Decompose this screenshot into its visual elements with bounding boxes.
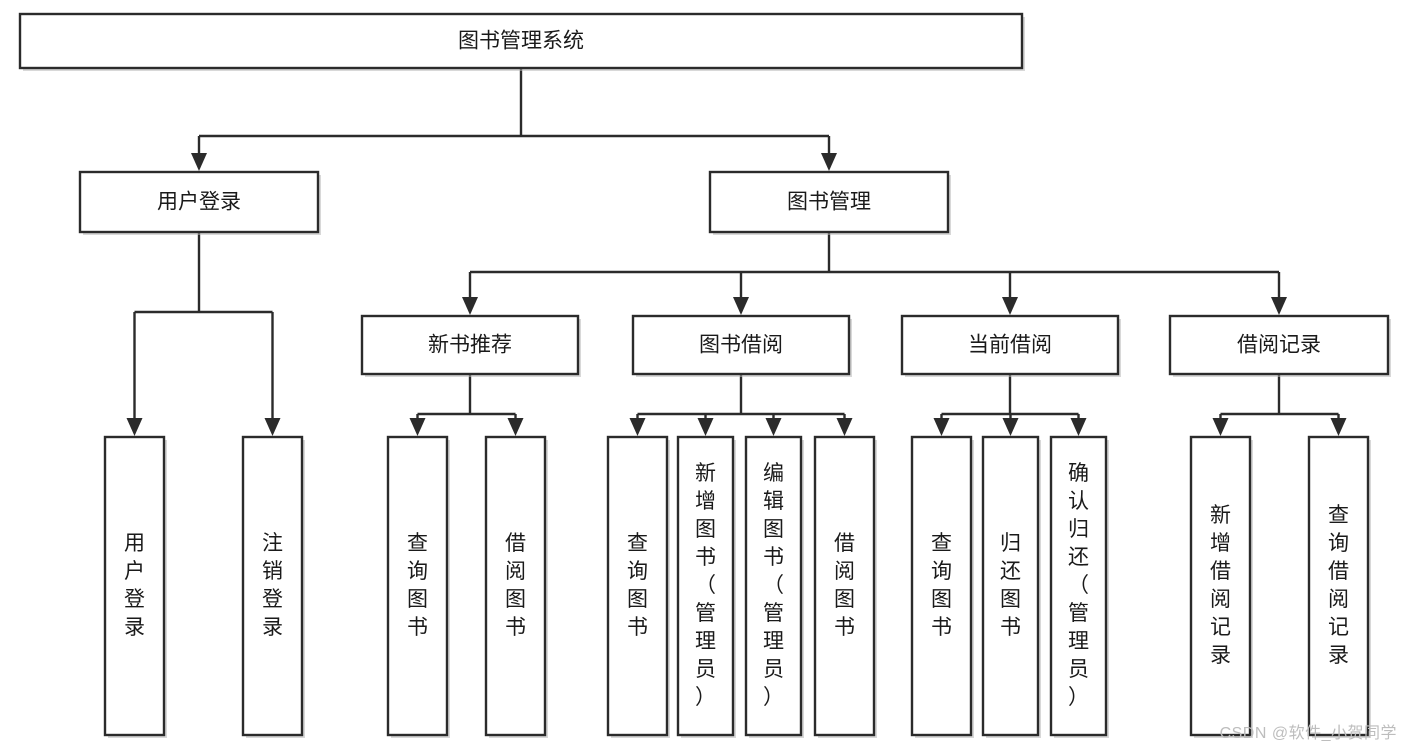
node-label: 图书借阅	[699, 334, 783, 357]
node-label: 查询图书	[407, 532, 428, 639]
node-box	[1049, 435, 1108, 737]
node-label: 图书管理系统	[458, 30, 584, 53]
watermark-text: CSDN @软件_小贺同学	[1219, 725, 1397, 742]
arrow-head-icon	[462, 297, 478, 315]
node-label: 用户登录	[124, 532, 145, 639]
node-box	[484, 435, 547, 737]
node-label: 查询借阅记录	[1328, 504, 1349, 667]
node-leaf2[interactable]: 注销登录	[241, 435, 305, 738]
node-leaf1[interactable]: 用户登录	[103, 435, 167, 738]
node-label: 借阅图书	[505, 532, 526, 639]
node-box	[386, 435, 449, 737]
node-leaf9[interactable]: 查询图书	[910, 435, 974, 738]
node-label: 新增借阅记录	[1210, 504, 1231, 667]
node-leaf8[interactable]: 借阅图书	[813, 435, 877, 738]
arrow-head-icon	[1330, 418, 1347, 436]
node-login[interactable]: 用户登录	[78, 170, 321, 235]
arrow-head-icon	[1271, 297, 1287, 315]
arrow-head-icon	[1002, 297, 1018, 315]
node-box	[1168, 314, 1390, 376]
node-leaf3[interactable]: 查询图书	[386, 435, 450, 738]
node-leaf7[interactable]: 编辑图书（管理员）	[744, 435, 804, 738]
node-box	[1189, 435, 1252, 737]
arrow-head-icon	[821, 153, 837, 171]
arrow-head-icon	[264, 418, 281, 436]
node-record[interactable]: 借阅记录	[1168, 314, 1391, 377]
node-borrow[interactable]: 图书借阅	[631, 314, 852, 377]
node-root[interactable]: 图书管理系统	[18, 12, 1025, 71]
node-current[interactable]: 当前借阅	[900, 314, 1121, 377]
node-label: 借阅图书	[834, 532, 855, 639]
node-box	[981, 435, 1040, 737]
node-newbook[interactable]: 新书推荐	[360, 314, 581, 377]
connectors-layer	[126, 68, 1347, 436]
node-box	[813, 435, 876, 737]
node-leaf5[interactable]: 查询图书	[606, 435, 670, 738]
node-box	[708, 170, 950, 234]
arrow-head-icon	[629, 418, 646, 436]
arrow-head-icon	[126, 418, 143, 436]
node-label: 新增图书（管理员）	[695, 462, 716, 709]
node-leaf4[interactable]: 借阅图书	[484, 435, 548, 738]
node-leaf10[interactable]: 归还图书	[981, 435, 1041, 738]
arrow-head-icon	[697, 418, 714, 436]
node-leaf6[interactable]: 新增图书（管理员）	[676, 435, 736, 738]
arrow-head-icon	[409, 418, 426, 436]
arrow-head-icon	[1070, 418, 1087, 436]
arrow-head-icon	[733, 297, 749, 315]
node-label: 用户登录	[157, 191, 241, 214]
node-label: 查询图书	[931, 532, 952, 639]
arrow-head-icon	[836, 418, 853, 436]
node-box	[78, 170, 320, 234]
nodes-layer: 图书管理系统用户登录图书管理新书推荐图书借阅当前借阅借阅记录用户登录注销登录查询…	[18, 12, 1391, 738]
node-leaf11[interactable]: 确认归还（管理员）	[1049, 435, 1109, 738]
arrow-head-icon	[191, 153, 207, 171]
arrow-head-icon	[933, 418, 950, 436]
node-box	[631, 314, 851, 376]
arrow-head-icon	[1002, 418, 1019, 436]
arrow-head-icon	[765, 418, 782, 436]
node-box	[360, 314, 580, 376]
node-label: 查询图书	[627, 532, 648, 639]
node-box	[241, 435, 304, 737]
arrow-head-icon	[1212, 418, 1229, 436]
node-label: 图书管理	[787, 191, 871, 214]
node-box	[900, 314, 1120, 376]
node-label: 新书推荐	[428, 334, 512, 357]
node-box	[744, 435, 803, 737]
node-leaf12[interactable]: 新增借阅记录	[1189, 435, 1253, 738]
node-label: 归还图书	[1000, 532, 1021, 639]
node-label: 编辑图书（管理员）	[763, 462, 784, 709]
node-label: 注销登录	[262, 532, 283, 639]
node-box	[676, 435, 735, 737]
arrow-head-icon	[507, 418, 524, 436]
node-box	[606, 435, 669, 737]
node-box	[103, 435, 166, 737]
node-leaf13[interactable]: 查询借阅记录	[1307, 435, 1371, 738]
node-label: 借阅记录	[1237, 334, 1321, 357]
node-bookmgmt[interactable]: 图书管理	[708, 170, 951, 235]
node-box	[18, 12, 1024, 70]
node-label: 确认归还（管理员）	[1068, 462, 1089, 709]
node-label: 当前借阅	[968, 334, 1052, 357]
node-box	[1307, 435, 1370, 737]
node-box	[910, 435, 973, 737]
